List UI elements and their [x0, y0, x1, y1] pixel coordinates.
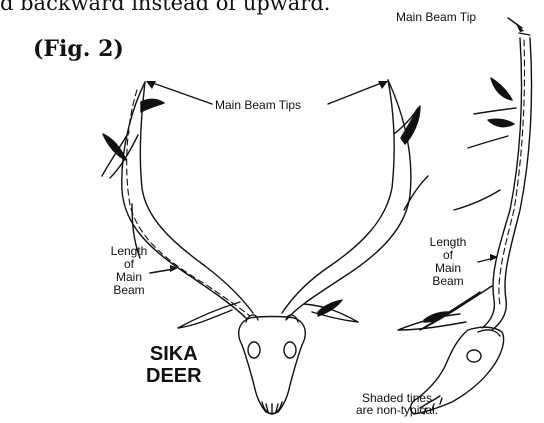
leader-lines — [150, 18, 522, 273]
shaded-tine-4 — [318, 300, 342, 316]
length-of-main-beam-left: Length of Main Beam — [107, 245, 151, 297]
shaded-tines-note: Shaded tines are non-typical. — [356, 392, 438, 416]
front-skull — [239, 315, 306, 414]
length-line-right — [499, 40, 525, 305]
main-beam-tip-label: Main Beam Tip — [396, 10, 476, 24]
shaded-tine-6 — [488, 119, 514, 126]
length-of-main-beam-right: Length of Main Beam — [422, 236, 474, 288]
main-beam-tips-label: Main Beam Tips — [215, 98, 301, 112]
shaded-tine-1 — [141, 99, 164, 112]
front-right-antler — [282, 80, 428, 322]
shaded-tine-5 — [491, 78, 512, 100]
species-title: SIKA DEER — [146, 343, 202, 387]
